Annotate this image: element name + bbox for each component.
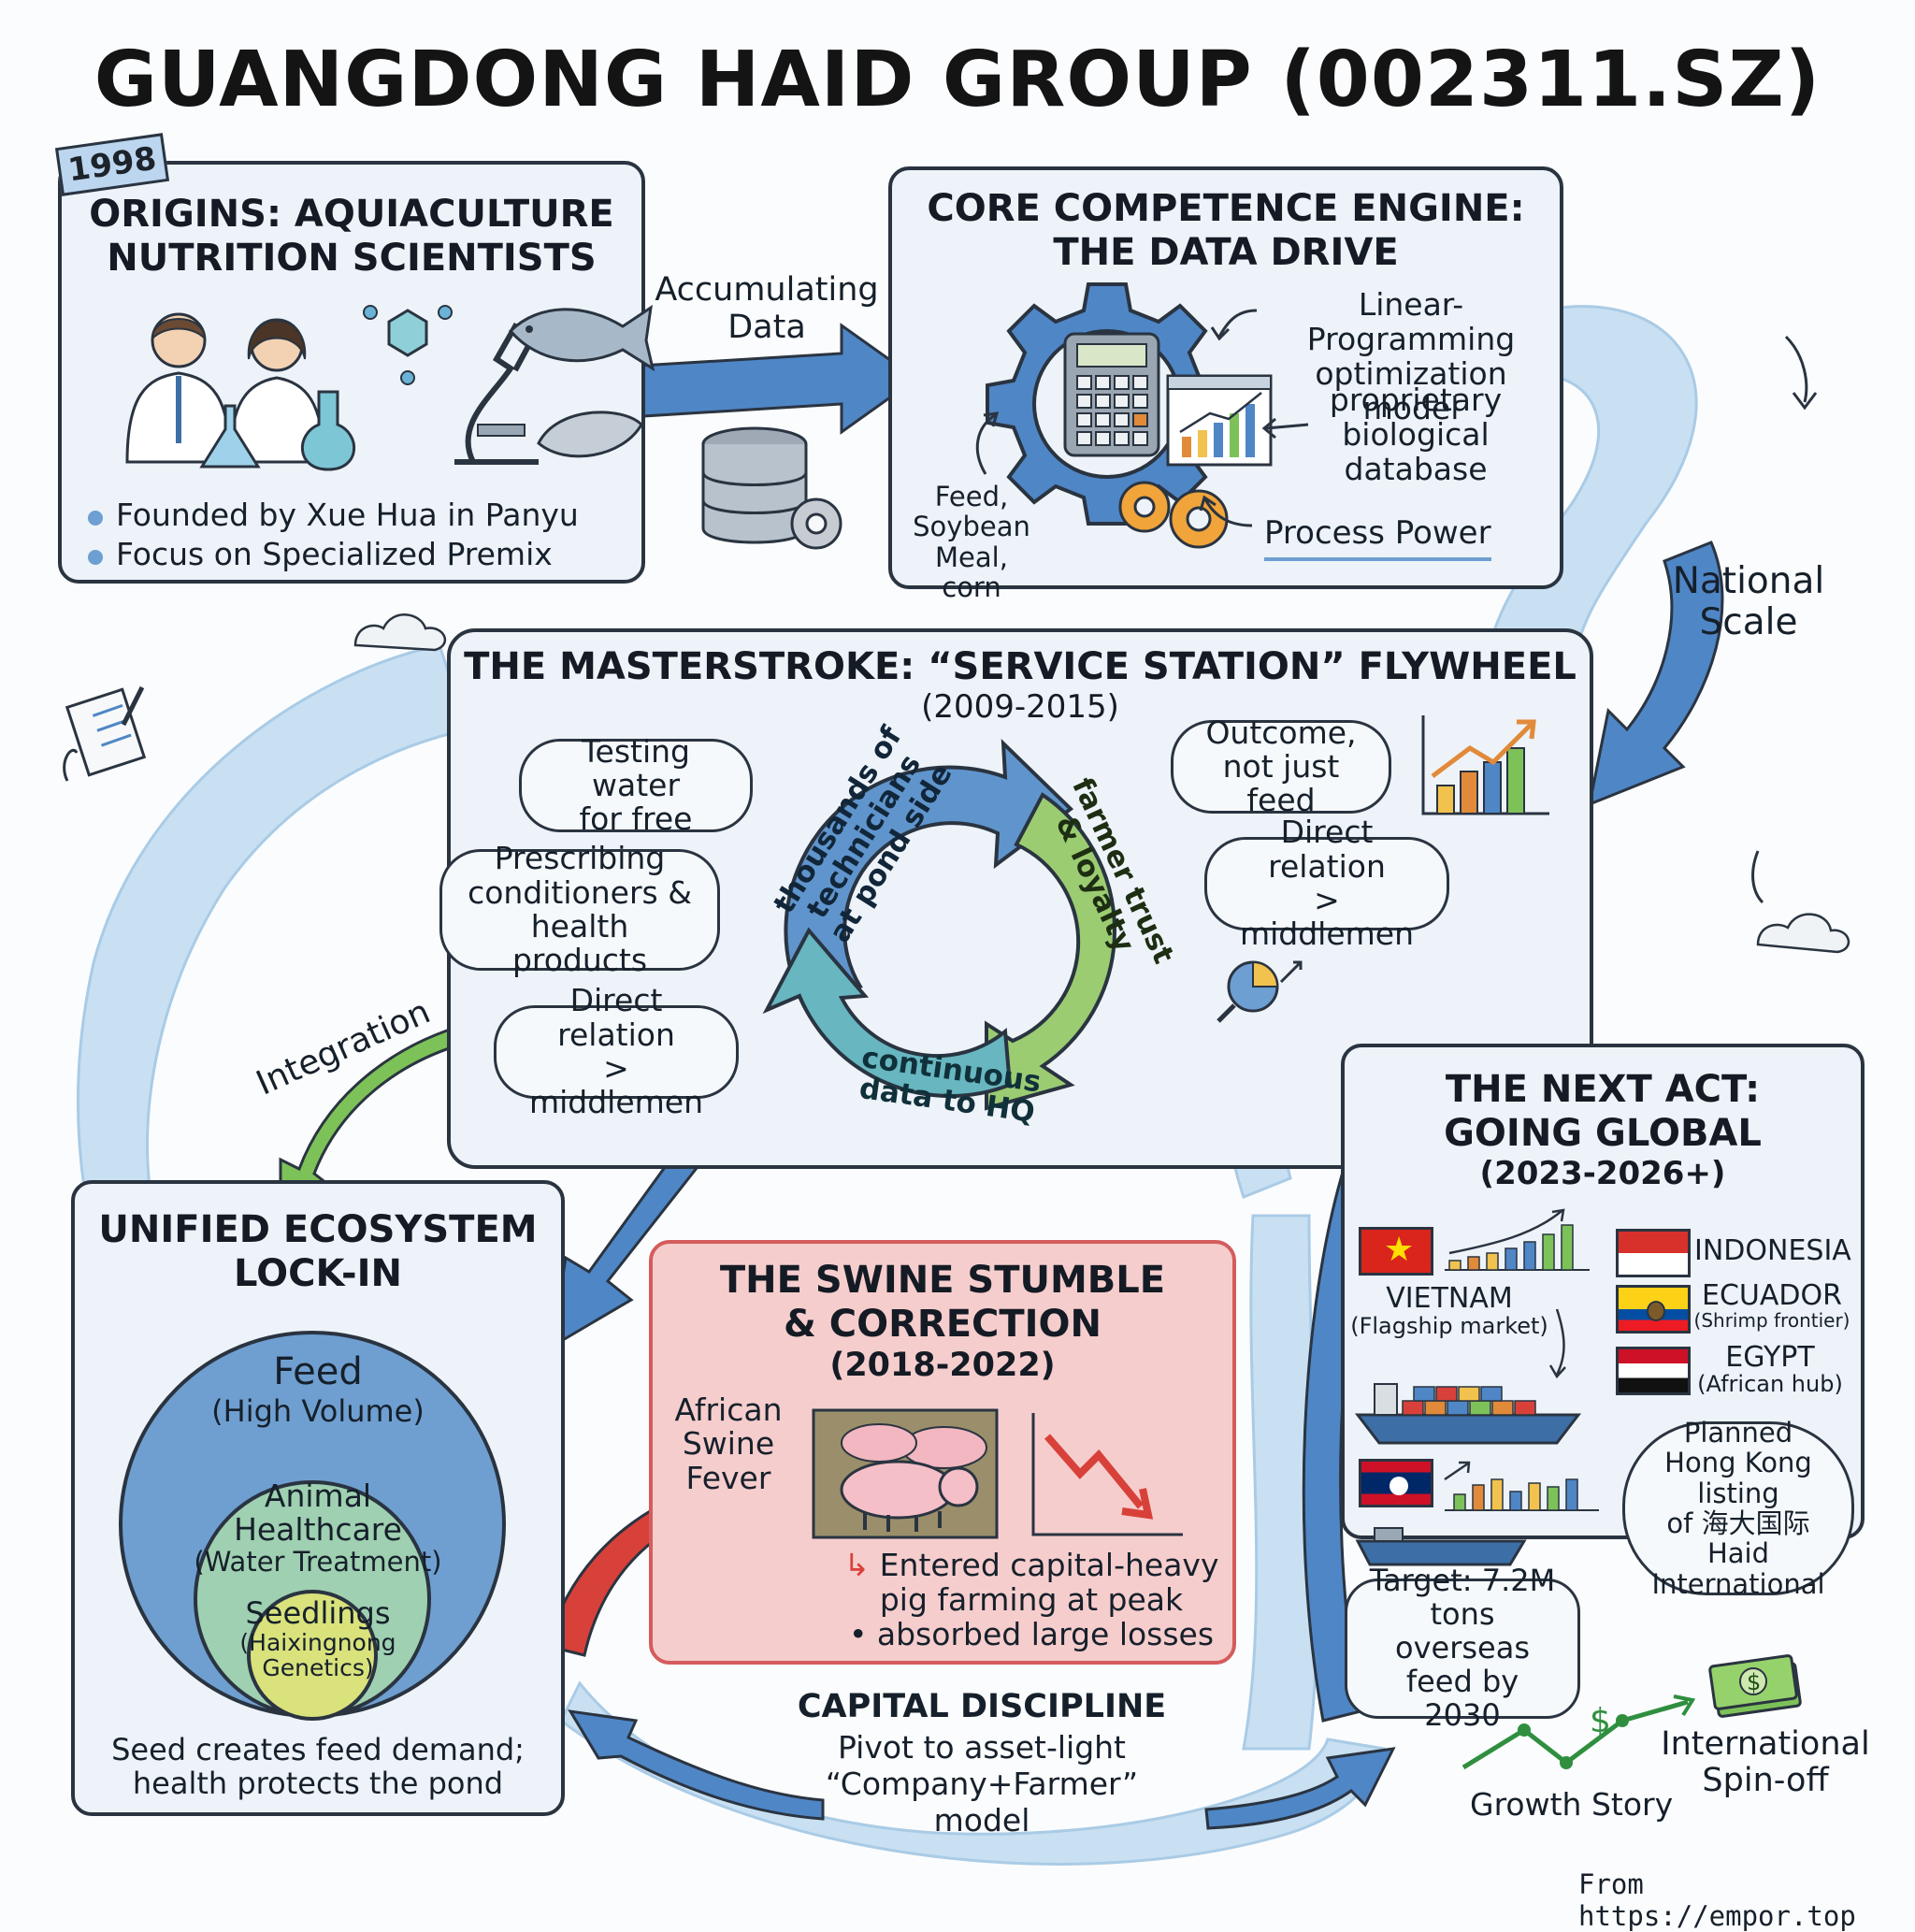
- global-mini-charts: [1444, 1208, 1599, 1511]
- vietnam-label: VIETNAM (Flagship market): [1350, 1282, 1548, 1339]
- svg-text:$: $: [1590, 1702, 1611, 1740]
- origins-bullet-2: Focus on Specialized Premix: [88, 536, 553, 572]
- national-scale-label: National Scale: [1672, 560, 1825, 643]
- growth-line-icon: $: [1461, 1694, 1696, 1770]
- ecuador-flag: [1616, 1285, 1691, 1334]
- swine-note: ↳ Entered capital-heavy pig farming at p…: [843, 1547, 1219, 1652]
- growth-chart-icon: [1421, 715, 1549, 815]
- origins-panel: ORIGINS: AQUIACULTURE NUTRITION SCIENTIS…: [58, 161, 655, 584]
- healthcare-layer-label: Animal Healthcare (Water Treatment): [194, 1478, 442, 1578]
- pigs-image: [812, 1408, 999, 1539]
- money-stack-icon: $: [1708, 1654, 1802, 1718]
- laos-flag: [1359, 1459, 1433, 1507]
- core-title: CORE COMPETENCE ENGINE: THE DATA DRIVE: [927, 187, 1525, 274]
- gear-icon: [986, 282, 1273, 549]
- notepad-icon: [63, 685, 147, 782]
- indonesia-label: INDONESIA: [1694, 1234, 1851, 1267]
- lp-model-label: Linear-Programming optimization model: [1306, 286, 1516, 426]
- egypt-label: EGYPT (African hub): [1697, 1341, 1843, 1397]
- decline-chart-icon: [1031, 1413, 1183, 1536]
- egypt-flag: [1616, 1347, 1691, 1395]
- bubble-direct-relation-right: Direct relation> middlemen: [1204, 815, 1449, 951]
- seedlings-layer-label: Seedlings (Haixingnong Genetics): [239, 1595, 396, 1681]
- spinoff-label: International Spin-off: [1661, 1725, 1870, 1800]
- scientists-icon: [125, 304, 655, 471]
- core-panel: CORE COMPETENCE ENGINE: THE DATA DRIVE L…: [888, 166, 1563, 603]
- asf-label: African Swine Fever: [674, 1391, 783, 1496]
- global-title: THE NEXT ACT: GOING GLOBAL (2023-2026+): [1444, 1068, 1762, 1192]
- growth-story-label: Growth Story: [1470, 1786, 1674, 1823]
- ecosystem-title: UNIFIED ECOSYSTEM LOCK-IN: [98, 1208, 538, 1295]
- capital-discipline-text: CAPITAL DISCIPLINE Pivot to asset-light …: [797, 1688, 1167, 1839]
- ecosystem-panel: UNIFIED ECOSYSTEM LOCK-IN Feed (High Vol…: [71, 1180, 565, 1816]
- bubble-outcome: Outcome,not just feed: [1171, 715, 1391, 817]
- ecosystem-circles: [119, 1331, 506, 1721]
- accumulating-data-label: Accumulating Data: [655, 271, 879, 347]
- origins-bullet-1: Founded by Xue Hua in Panyu: [88, 497, 579, 533]
- magnifier-icon: [1217, 960, 1303, 1023]
- annotation-arrows: [975, 309, 1309, 527]
- indonesia-flag: [1616, 1229, 1691, 1277]
- page-title: GUANGDONG HAID GROUP (002311.SZ): [94, 36, 1821, 124]
- feed-layer-label: Feed (High Volume): [211, 1350, 425, 1429]
- swine-panel: THE SWINE STUMBLE & CORRECTION (2018-202…: [649, 1240, 1236, 1665]
- bubble-direct-relation-left: Direct relation> middlemen: [494, 984, 739, 1119]
- process-power-label: Process Power: [1264, 514, 1491, 561]
- feed-inputs-label: Feed, Soybean Meal, corn: [913, 481, 1030, 604]
- origins-title: ORIGINS: AQUIACULTURE NUTRITION SCIENTIS…: [89, 193, 614, 280]
- flywheel-cycle: [762, 738, 1117, 1111]
- small-ship-icon: [1355, 1527, 1527, 1566]
- bio-database-label: proprietary biological database: [1329, 382, 1503, 487]
- svg-text:$: $: [1747, 1669, 1761, 1695]
- flywheel-title: THE MASTERSTROKE: “SERVICE STATION” FLYW…: [464, 645, 1577, 726]
- swine-title: THE SWINE STUMBLE & CORRECTION (2018-202…: [719, 1259, 1166, 1384]
- database-icon: [701, 426, 842, 550]
- cargo-ship-icon: [1354, 1383, 1582, 1445]
- ecuador-label: ECUADOR (Shrimp frontier): [1693, 1279, 1850, 1332]
- source-credit: From https://empor.top: [1578, 1868, 1856, 1932]
- ecosystem-caption: Seed creates feed demand; health protect…: [111, 1732, 525, 1801]
- vietnam-flag: ★: [1359, 1227, 1433, 1276]
